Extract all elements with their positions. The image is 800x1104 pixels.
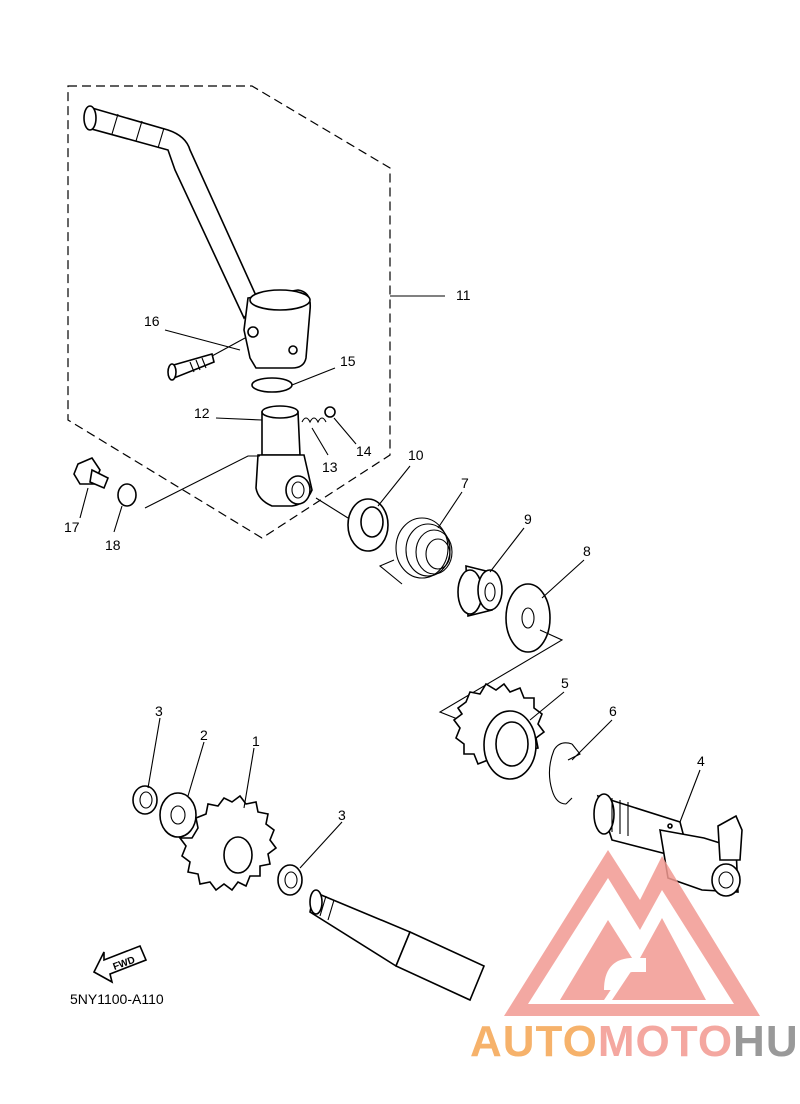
callout-11: 11	[456, 287, 471, 303]
clip-6	[548, 742, 581, 805]
callout-2: 2	[200, 727, 208, 743]
callout-15: 15	[340, 353, 356, 369]
callout-18: 18	[105, 537, 121, 553]
leader-lines	[79, 329, 701, 869]
callout-8: 8	[583, 543, 591, 559]
callout-7: 7	[461, 475, 469, 491]
axis-line-upper	[315, 497, 349, 519]
callouts: 1 2 3 3 4 5 6 7 8 9 10 11 12 13 14 15 16…	[64, 287, 705, 823]
main-shaft	[309, 889, 486, 1002]
gear-5	[452, 682, 546, 780]
brand-auto: AUTO	[470, 1017, 598, 1066]
callout-13: 13	[322, 459, 338, 475]
part-code: 5NY1100-A110	[70, 991, 164, 1007]
watermark-brand: AUTOMOTOHUB	[470, 1017, 800, 1066]
callout-3-a: 3	[155, 703, 163, 719]
washer-2	[159, 792, 197, 838]
bolt-17	[73, 457, 110, 490]
torsion-spring-7	[378, 517, 453, 585]
callout-14: 14	[356, 443, 372, 459]
circlip-3-a	[132, 785, 158, 815]
circlip-3-b	[277, 864, 303, 896]
brand-hub: HUB	[733, 1017, 800, 1066]
brand-moto: MOTO	[598, 1017, 733, 1066]
spring-13	[301, 417, 327, 424]
bolt-16	[167, 337, 246, 381]
ball-14	[324, 406, 336, 418]
callout-3-b: 3	[338, 807, 346, 823]
callout-17: 17	[64, 519, 80, 535]
gear-1	[178, 794, 278, 892]
callout-10: 10	[408, 447, 424, 463]
callout-16: 16	[144, 313, 160, 329]
oil-seal-10	[347, 498, 389, 552]
callout-6: 6	[609, 703, 617, 719]
leader-18-assembly	[144, 455, 260, 509]
kick-lever	[83, 105, 312, 369]
o-ring-15	[251, 377, 293, 393]
fwd-arrow-icon: FWD	[92, 944, 148, 984]
callout-4: 4	[697, 753, 705, 769]
callout-1: 1	[252, 733, 260, 749]
assembly-boundary-11	[67, 85, 391, 539]
shaft-12	[255, 405, 313, 507]
washer-18	[117, 483, 137, 507]
callout-9: 9	[524, 511, 532, 527]
callout-5: 5	[561, 675, 569, 691]
watermark-logo-icon	[504, 850, 760, 1016]
kick-shaft-4	[593, 793, 743, 897]
axis-bracket-lower	[438, 629, 564, 723]
collar-9	[457, 564, 503, 618]
callout-12: 12	[194, 405, 210, 421]
washer-8	[505, 583, 551, 653]
